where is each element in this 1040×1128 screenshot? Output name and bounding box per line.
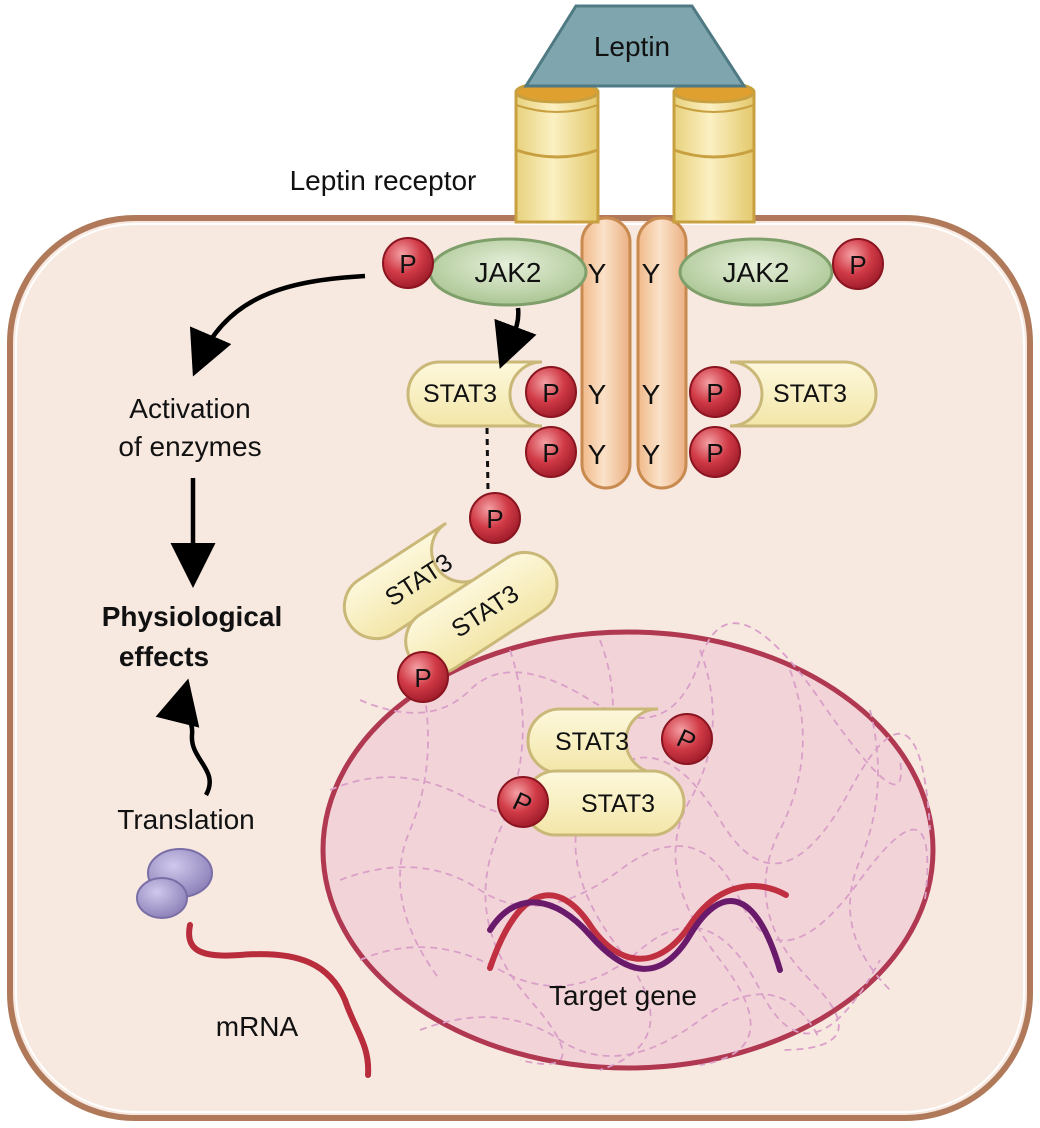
svg-text:Y: Y (588, 258, 607, 289)
cell-membrane-inner-line (15, 223, 1025, 1113)
dna-strand-2 (487, 898, 783, 973)
svg-text:Y: Y (642, 439, 661, 470)
target-gene-dna (487, 883, 789, 973)
leptin-label: Leptin (594, 31, 670, 62)
stat3-bound-left: STAT3 (406, 360, 543, 428)
mrna-strand (186, 922, 372, 1078)
phosphate-dimer-lower: P (397, 651, 449, 703)
phosphate-jak2-right: P (832, 238, 884, 290)
stat3-dimer-nucleus: STAT3 STAT3 P P (497, 707, 713, 837)
svg-text:P: P (542, 438, 559, 468)
svg-text:STAT3: STAT3 (555, 728, 629, 756)
svg-text:P: P (849, 250, 866, 280)
svg-text:STAT3: STAT3 (773, 380, 847, 408)
activation-of-enzymes-label-line2: of enzymes (118, 431, 261, 462)
receptor-transmembrane-domains (580, 216, 688, 490)
jak2-right-label: JAK2 (723, 257, 790, 288)
receptor-tm-right (636, 216, 688, 490)
phosphate-receptor-upper-left: P (525, 366, 577, 418)
svg-text:P: P (414, 663, 431, 693)
physiological-effects-label-line2: effects (119, 641, 209, 672)
mrna-label: mRNA (216, 1011, 299, 1042)
dna-strand-1 (487, 883, 789, 971)
arrow-translation-to-effects (155, 678, 212, 797)
leptin-molecule: Leptin (523, 4, 747, 88)
svg-text:P: P (486, 504, 503, 534)
stat3-nucleus-lower: STAT3 (522, 769, 686, 837)
svg-text:Y: Y (588, 379, 607, 410)
arrow-jak2-to-enzymes (189, 273, 366, 377)
chromatin-network (329, 622, 931, 1071)
phosphate-receptor-upper-right: P (689, 366, 741, 418)
svg-text:P: P (399, 249, 416, 279)
receptor-right-extracellular (672, 80, 756, 224)
ribosome (136, 848, 213, 919)
svg-text:P: P (706, 438, 723, 468)
leptin-receptor-label: Leptin receptor (290, 165, 477, 196)
tyrosine-residues: Y Y Y Y Y Y (588, 258, 661, 470)
svg-text:P: P (542, 378, 559, 408)
translation-label: Translation (117, 804, 254, 835)
receptor-left-extracellular (514, 80, 600, 224)
svg-text:STAT3: STAT3 (581, 790, 655, 818)
svg-text:Y: Y (642, 258, 661, 289)
svg-text:Y: Y (642, 379, 661, 410)
svg-text:P: P (706, 378, 723, 408)
phosphate-receptor-lower-right: P (689, 426, 741, 478)
nucleus (320, 622, 936, 1071)
activation-of-enzymes-label-line1: Activation (129, 393, 250, 424)
svg-text:STAT3: STAT3 (423, 380, 497, 408)
phosphate-dimer-upper: P (469, 492, 521, 544)
phosphate-nucleus-lower: P (497, 776, 549, 828)
stat3-nucleus-upper: STAT3 (526, 707, 659, 775)
jak2-left: JAK2 (428, 237, 588, 307)
target-gene-label: Target gene (549, 980, 697, 1011)
arrow-jak2-to-stat3 (494, 307, 537, 369)
phosphate-jak2-left: P (382, 237, 434, 289)
stat3-dimer-lower: STAT3 (404, 551, 559, 675)
receptor-tm-left (580, 216, 632, 490)
jak2-left-label: JAK2 (475, 257, 542, 288)
stat3-bound-right: STAT3 (729, 360, 878, 428)
nucleus-envelope (320, 629, 936, 1071)
phosphate-receptor-lower-left: P (525, 426, 577, 478)
physiological-effects-label-line1: Physiological (102, 601, 283, 632)
phosphate-nucleus-upper: P (661, 713, 713, 765)
svg-text:Y: Y (588, 439, 607, 470)
jak2-right: JAK2 (678, 237, 834, 307)
stat3-dimer-cytoplasm: STAT3 STAT3 P P (342, 492, 559, 703)
